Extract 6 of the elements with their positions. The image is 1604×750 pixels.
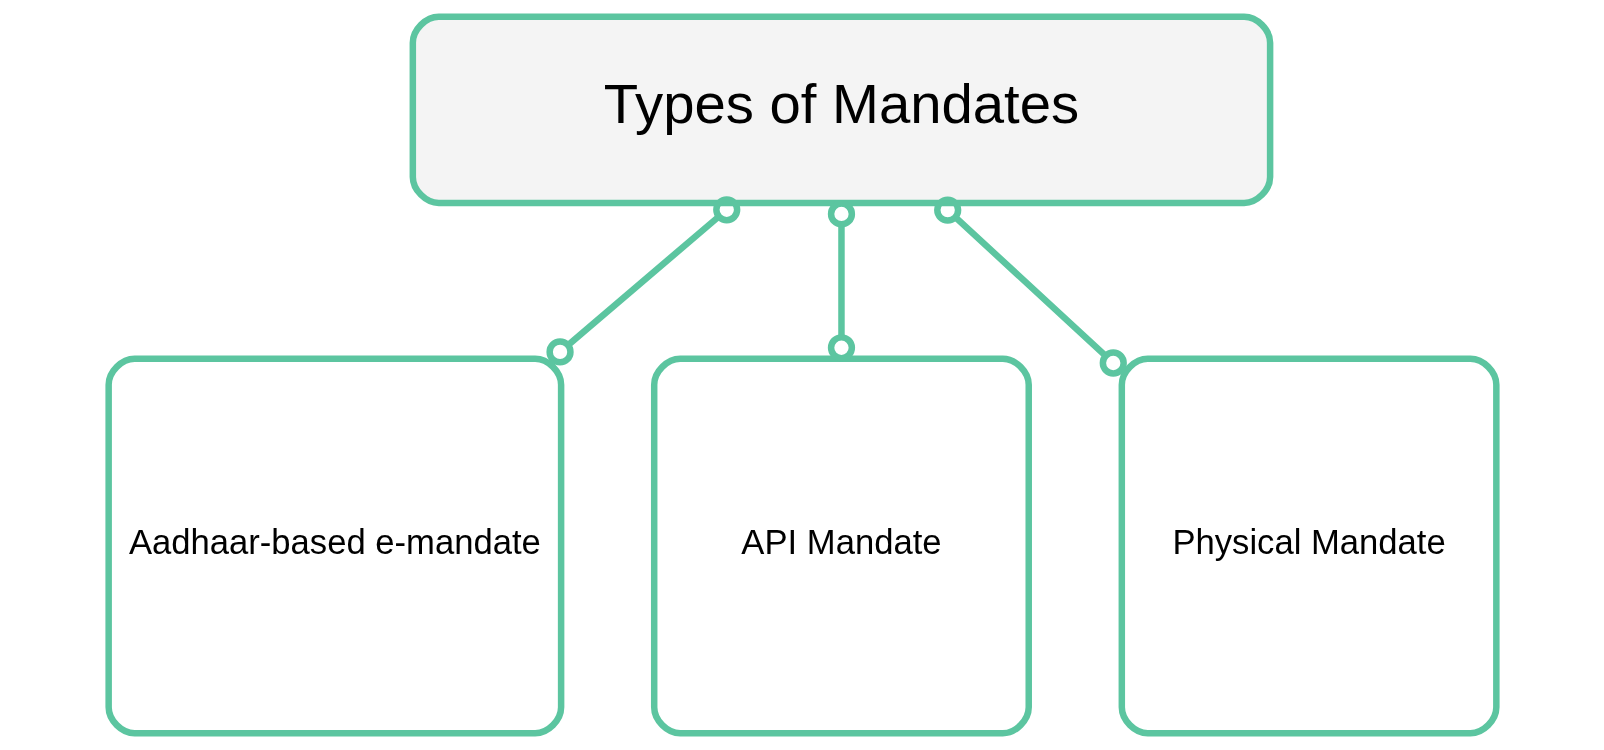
node-box: Aadhaar-based e-mandate: [104, 355, 564, 737]
node-box: Physical Mandate: [1118, 355, 1500, 737]
connector: [933, 196, 1127, 377]
node-box: API Mandate: [650, 355, 1032, 737]
connector: [545, 196, 740, 366]
node-box: Types of Mandates: [409, 13, 1273, 207]
